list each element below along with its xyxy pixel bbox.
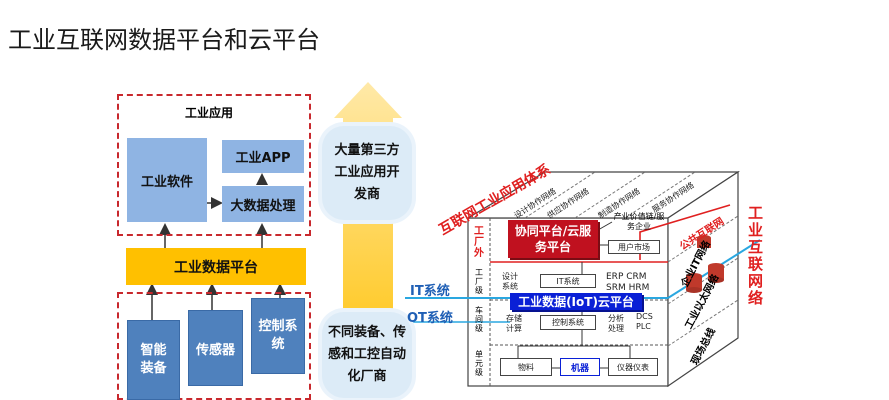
- collab-cloud-box: 协同平台/云服务平台: [508, 220, 598, 258]
- storage-compute-label: 存储计算: [506, 314, 522, 333]
- smart-equipment-box: 智能装备: [127, 320, 180, 400]
- app-box: 工业APP: [222, 140, 304, 173]
- instrument-box: 仪器仪表: [608, 358, 658, 376]
- app-layer-label: 工业应用: [185, 106, 234, 120]
- control-system-box: 控制系统: [251, 298, 305, 374]
- industrial-data-platform: 工业数据平台: [126, 248, 306, 285]
- third-party-developers-bubble: 大量第三方工业应用开发商: [322, 126, 412, 220]
- bigdata-box: 大数据处理: [222, 186, 304, 222]
- software-box: 工业软件: [127, 138, 207, 222]
- design-system-label: 设计系统: [502, 272, 518, 291]
- it-system-label: IT系统: [410, 284, 450, 299]
- ot-system-label: OT系统: [407, 311, 453, 326]
- srm-hrm-label: SRM HRM: [606, 283, 650, 293]
- row-factory: 工厂级: [475, 268, 483, 295]
- analysis-label: 分析处理: [608, 314, 624, 333]
- device-layer-frame: [117, 292, 311, 400]
- row-workshop: 车间级: [475, 306, 483, 333]
- dcs-plc-label: DCS PLC: [636, 312, 653, 331]
- server-icon: [686, 235, 724, 293]
- erp-crm-label: ERP CRM: [606, 272, 647, 282]
- page-title: 工业互联网数据平台和云平台: [8, 26, 320, 54]
- row-unit: 单元级: [475, 350, 483, 377]
- machine-box: 机器: [560, 358, 600, 376]
- app-layer-frame: [117, 94, 311, 236]
- it-system-box: IT系统: [540, 274, 596, 288]
- row-factory-out: 工厂外: [474, 226, 484, 259]
- user-market-box: 用户市场: [608, 240, 660, 254]
- material-box: 物料: [500, 358, 552, 376]
- iot-cloud-platform: 工业数据(IoT)云平台: [510, 293, 642, 310]
- equipment-vendors-bubble: 不同装备、传感和工控自动化厂商: [322, 312, 412, 398]
- sensor-box: 传感器: [188, 310, 243, 386]
- control-system-box-right: 控制系统: [540, 315, 596, 330]
- industrial-internet-network-label: 工业互联网络: [748, 204, 764, 307]
- value-chain-label: 产业价值链/服务企业: [613, 212, 665, 231]
